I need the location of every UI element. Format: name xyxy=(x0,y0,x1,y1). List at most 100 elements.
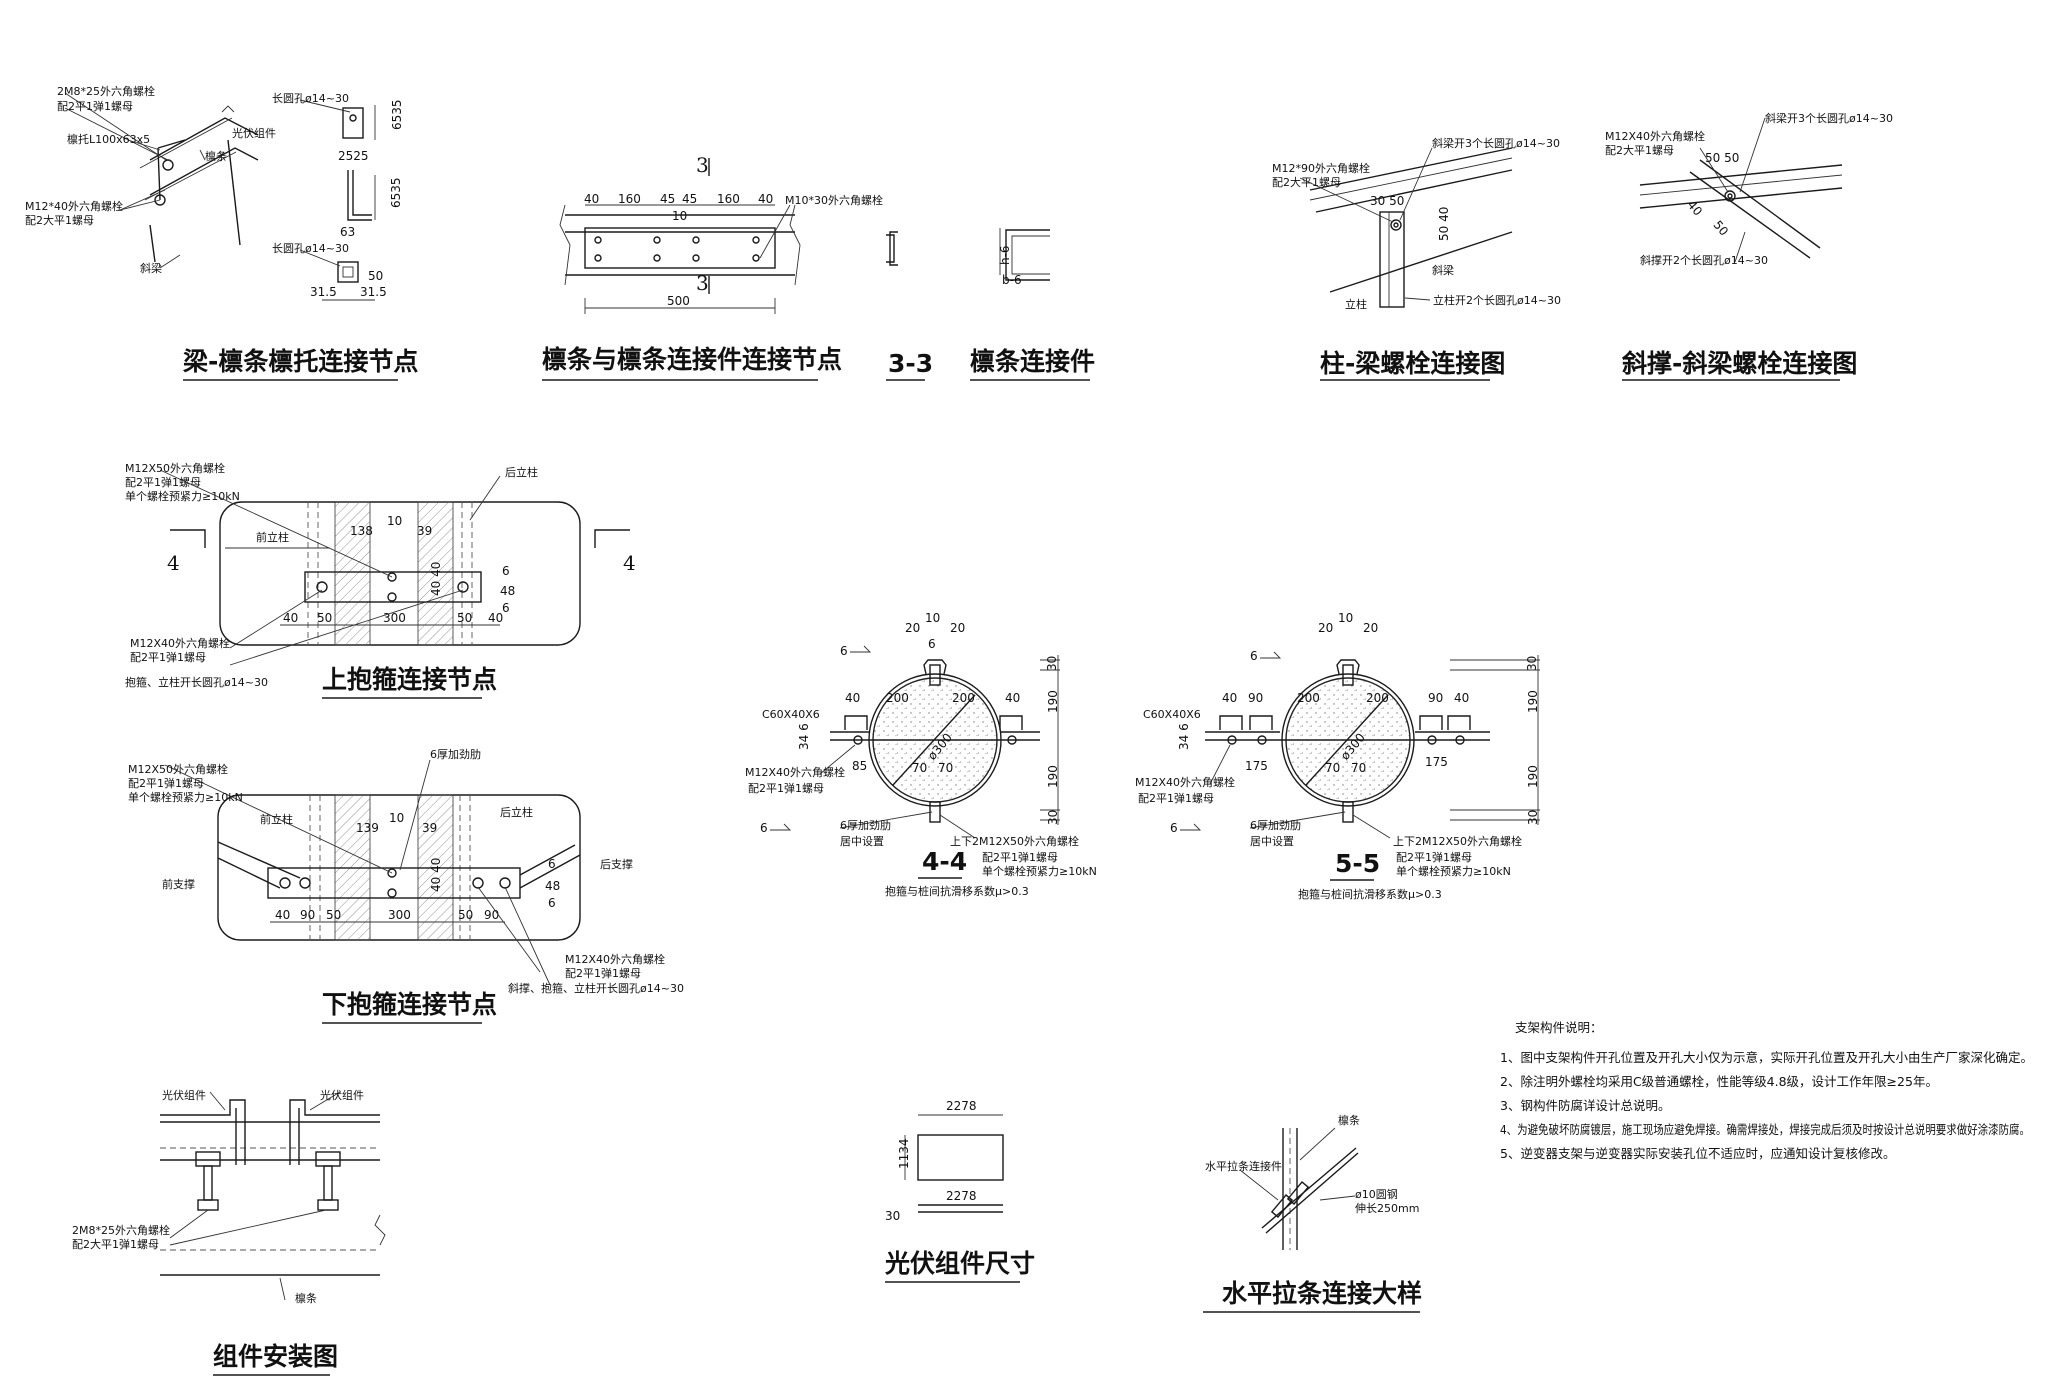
label-uh-slot: 抱箍、立柱开长圆孔ø14~30 xyxy=(125,675,268,689)
dim-lh-40: 40 xyxy=(275,908,290,922)
dim-s5-90a: 90 xyxy=(1248,691,1263,705)
column-beam-bolt-detail: M12*90外六角螺栓 配2大平1螺母 斜梁开3个长圆孔ø14~30 30 50… xyxy=(1272,136,1561,381)
note-2: 2、除注明外螺栓均采用C级普通螺栓，性能等级4.8级，设计工作年限≥25年。 xyxy=(1500,1074,1938,1089)
mark-3-bottom: 3 xyxy=(696,271,709,295)
dim-lh-90a: 90 xyxy=(300,908,315,922)
title-module-install: 组件安装图 xyxy=(213,1342,338,1371)
dim-s5-6a: 6 xyxy=(1250,649,1258,663)
label-lh-bolt2: M12X40外六角螺栓 xyxy=(565,952,665,966)
dim-s5-200a: 200 xyxy=(1297,691,1320,705)
upper-hoop-detail: 4 4 M12X50外六角螺栓 配2平1弹1螺母 单个螺栓预紧力≥10kN 后立… xyxy=(125,461,636,699)
title-section-5-5: 5-5 xyxy=(1335,849,1380,878)
dim-pc-500: 500 xyxy=(667,294,690,308)
label-s5-bolt1: M12X40外六角螺栓 xyxy=(1135,775,1235,789)
dim-s5-90b: 90 xyxy=(1428,691,1443,705)
mark-3-top: 3 xyxy=(696,153,709,177)
title-pv-size: 光伏组件尺寸 xyxy=(884,1249,1035,1278)
dim-s5-20a: 20 xyxy=(1318,621,1333,635)
title-brace-beam: 斜撑-斜梁螺栓连接图 xyxy=(1621,349,1857,378)
title-lower-hoop: 下抱箍连接节点 xyxy=(322,990,497,1019)
dim-lh-300: 300 xyxy=(388,908,411,922)
dim-lh-6b: 6 xyxy=(548,896,556,910)
label-s4-bolt2: 上下2M12X50外六角螺栓 xyxy=(950,834,1079,848)
label-lh-brace-front: 前支撑 xyxy=(162,877,195,891)
dim-s5-190b: 190 xyxy=(1526,765,1540,788)
purlin-connection-detail: 3 40 160 45 45 10 160 40 M10*30外六角螺栓 3 5… xyxy=(542,153,1095,381)
dim-cb-5040: 50 40 xyxy=(1437,207,1451,241)
label-bp-bolt2: M12*40外六角螺栓 xyxy=(25,199,123,213)
label-s5-bolt2: 上下2M12X50外六角螺栓 xyxy=(1393,834,1522,848)
label-uh-bolt2: M12X40外六角螺栓 xyxy=(130,636,230,650)
label-mi-pv2: 光伏组件 xyxy=(320,1088,364,1102)
dim-lh-39: 39 xyxy=(422,821,437,835)
label-cb-slot2: 立柱开2个长圆孔ø14~30 xyxy=(1433,293,1561,307)
dim-uh-48: 48 xyxy=(500,584,515,598)
dim-bb-50: 50 xyxy=(1710,218,1731,239)
label-uh-front: 前立柱 xyxy=(256,530,289,544)
dim-pc-160a: 160 xyxy=(618,192,641,206)
dim-lh-90b: 90 xyxy=(484,908,499,922)
label-s4-washer1: 配2平1弹1螺母 xyxy=(748,781,824,795)
label-bp-beam: 斜梁 xyxy=(140,261,162,275)
label-bp-washer2: 配2大平1螺母 xyxy=(25,213,94,227)
note-3: 3、钢构件防腐详设计总说明。 xyxy=(1500,1098,1670,1113)
dim-pc-40a: 40 xyxy=(584,192,599,206)
dim-315b: 31.5 xyxy=(360,285,387,299)
design-notes: 支架构件说明： 1、图中支架构件开孔位置及开孔大小仅为示意，实际开孔位置及开孔大… xyxy=(1500,1020,2033,1161)
section-4-4: 30 190 190 30 10 20 20 6 6 6 40 200 200 … xyxy=(745,611,1097,898)
label-bb-washer: 配2大平1螺母 xyxy=(1605,143,1674,157)
label-lh-brace-back: 后支撑 xyxy=(600,857,633,871)
label-mi-pv1: 光伏组件 xyxy=(162,1088,206,1102)
dim-s4-30b: 30 xyxy=(1046,810,1060,825)
label-bb-slot2: 斜撑开2个长圆孔ø14~30 xyxy=(1640,253,1768,267)
dim-s4-6a: 6 xyxy=(928,637,936,651)
dim-s5-30a: 30 xyxy=(1525,656,1539,671)
dim-pc-45a: 45 xyxy=(660,192,675,206)
title-beam-purlin: 梁-檩条檩托连接节点 xyxy=(182,347,418,376)
module-install-detail: 光伏组件 光伏组件 2M8*25外六角螺栓 配2大平1弹1螺母 檩条 组件安装图 xyxy=(72,1088,386,1376)
dim-s4-190a: 190 xyxy=(1046,690,1060,713)
label-tr-purlin: 檩条 xyxy=(1338,1113,1360,1127)
dim-uh-300: 300 xyxy=(383,611,406,625)
title-purlin-connection: 檩条与檩条连接件连接节点 xyxy=(542,345,842,374)
label-lh-front: 前立柱 xyxy=(260,812,293,826)
dim-s4-85: 85 xyxy=(852,759,867,773)
dim-pv-w-bot: 2278 xyxy=(946,1189,977,1203)
label-s4-mid: 居中设置 xyxy=(840,835,884,848)
dim-uh-6b: 6 xyxy=(502,601,510,615)
dim-s5-346: 34 6 xyxy=(1177,723,1191,750)
dim-s5-40b: 40 xyxy=(1454,691,1469,705)
dim-uh-10: 10 xyxy=(387,514,402,528)
dim-s5-175a: 175 xyxy=(1245,759,1268,773)
dim-315a: 31.5 xyxy=(310,285,337,299)
label-uh-back: 后立柱 xyxy=(505,465,538,479)
label-bp-purlin: 檩条 xyxy=(205,149,227,163)
dim-s4-200a: 200 xyxy=(886,691,909,705)
dim-s4-346: 34 6 xyxy=(797,723,811,750)
label-s4-channel: C60X40X6 xyxy=(762,708,820,721)
label-slot2: 长圆孔ø14~30 xyxy=(272,242,349,255)
label-lh-washer2: 配2平1弹1螺母 xyxy=(565,966,641,980)
label-tr-clip: 水平拉条连接件 xyxy=(1205,1159,1282,1173)
dim-2525: 2525 xyxy=(338,149,369,163)
dim-pv-t: 30 xyxy=(885,1209,900,1223)
label-lh-slot: 斜撑、抱箍、立柱开长圆孔ø14~30 xyxy=(508,981,684,995)
label-mi-purlin: 檩条 xyxy=(295,1291,317,1305)
dim-uh-4040: 40 40 xyxy=(429,562,443,596)
dim-s5-70a: 70 xyxy=(1325,761,1340,775)
label-s5-friction: 抱箍与桩间抗滑移系数μ>0.3 xyxy=(1298,887,1442,901)
label-lh-bolt1: M12X50外六角螺栓 xyxy=(128,762,228,776)
mark-4-right: 4 xyxy=(623,551,636,575)
dim-s5-10: 10 xyxy=(1338,611,1353,625)
mark-4-left: 4 xyxy=(167,551,180,575)
dim-s4-10: 10 xyxy=(925,611,940,625)
dim-s4-40b: 40 xyxy=(1005,691,1020,705)
dim-pc-10: 10 xyxy=(672,209,687,223)
label-s5-washer2: 配2平1弹1螺母 xyxy=(1396,850,1472,864)
dim-bb-40: 40 xyxy=(1684,198,1705,219)
dim-s4-20a: 20 xyxy=(905,621,920,635)
dim-uh-6: 6 xyxy=(502,564,510,578)
dim-s5-200b: 200 xyxy=(1366,691,1389,705)
dim-s5-190a: 190 xyxy=(1526,690,1540,713)
